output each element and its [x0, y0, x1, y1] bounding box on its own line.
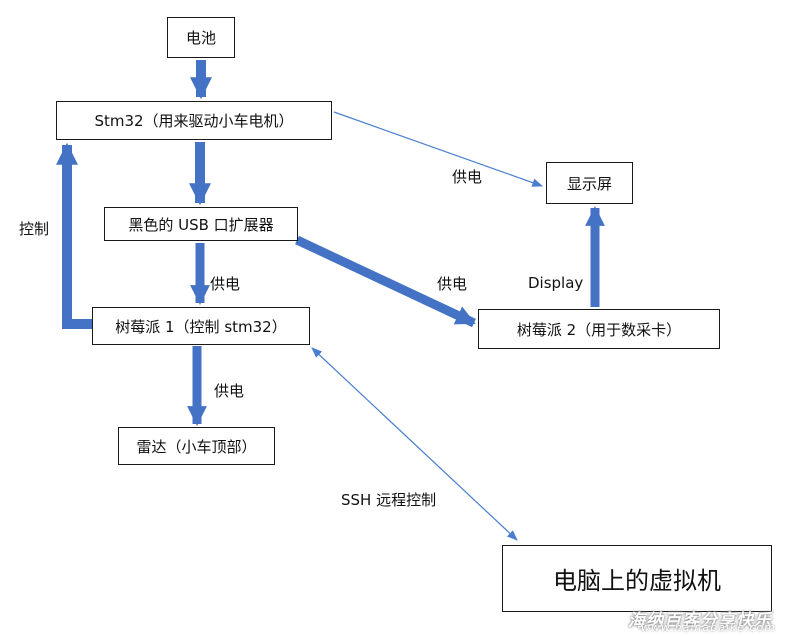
- label-display-link: Display: [528, 274, 584, 292]
- node-vm: 电脑上的虚拟机: [502, 545, 772, 612]
- watermark: 海纳百客分享快乐 www.hainabaike.com: [610, 604, 790, 635]
- watermark-url: www.hainabaike.com: [640, 621, 776, 634]
- watermark-text: 海纳百客分享快乐: [628, 610, 772, 631]
- node-rpi1: 树莓派 1（控制 stm32）: [92, 307, 310, 345]
- node-rpi2: 树莓派 2（用于数采卡）: [478, 309, 720, 349]
- node-usb-hub: 黑色的 USB 口扩展器: [104, 207, 298, 241]
- arrow-stm32-to-display: [333, 111, 544, 187]
- arrow-usb-hub-to-rpi2: [295, 235, 476, 328]
- label-power-usb-rpi2: 供电: [437, 275, 468, 293]
- node-radar: 雷达（小车顶部）: [118, 427, 275, 465]
- node-battery: 电池: [167, 17, 235, 58]
- arrow-rpi1-vm-ssh: [311, 347, 518, 541]
- arrow-rpi1-control-stm32: [55, 142, 92, 329]
- label-power-rpi1-radar: 供电: [214, 382, 245, 400]
- label-power-stm32-display: 供电: [452, 168, 483, 186]
- label-power-usb-rpi1: 供电: [210, 275, 241, 293]
- node-stm32: Stm32（用来驱动小车电机）: [56, 101, 332, 140]
- node-display: 显示屏: [546, 162, 633, 204]
- label-ssh: SSH 远程控制: [341, 491, 437, 509]
- label-control: 控制: [19, 220, 50, 238]
